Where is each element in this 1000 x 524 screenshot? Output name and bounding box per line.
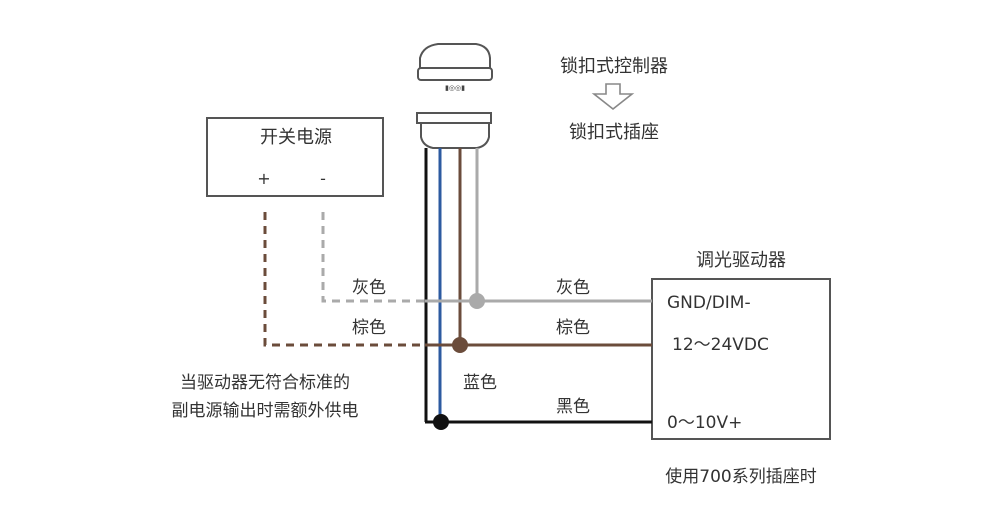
driver-terminal-gnd: GND/DIM- (667, 293, 751, 313)
gray-junction-dot (469, 293, 485, 309)
wire-label-brown-right: 棕色 (556, 318, 590, 338)
wire-label-gray-right: 灰色 (556, 278, 590, 298)
power-supply-title: 开关电源 (260, 127, 332, 148)
driver-title: 调光驱动器 (696, 250, 786, 271)
brown-junction-dot (452, 337, 468, 353)
locking-socket (416, 112, 492, 149)
black-junction-dot (433, 414, 449, 430)
wire-label-brown-left: 棕色 (352, 318, 386, 338)
wire-label-gray-left: 灰色 (352, 278, 386, 298)
driver-terminal-dim: 0～10V+ (667, 413, 742, 433)
controller-label: 锁扣式控制器 (560, 56, 668, 77)
device-marking: ▮◎◎▮ (445, 84, 465, 92)
note-line-2: 副电源输出时需额外供电 (172, 401, 359, 421)
dimming-driver-box (651, 278, 831, 440)
driver-terminal-vdc: 12～24VDC (672, 335, 769, 355)
down-arrow-icon (591, 83, 635, 111)
brown-dashed-wire (263, 212, 425, 347)
locking-controller: ▮◎◎▮ (417, 43, 493, 92)
footer-caption: 使用700系列插座时 (665, 466, 816, 487)
wire-label-black: 黑色 (556, 397, 590, 417)
power-minus-label: - (320, 169, 326, 188)
note-line-1: 当驱动器无符合标准的 (180, 373, 350, 393)
socket-label: 锁扣式插座 (569, 122, 659, 143)
wire-label-blue: 蓝色 (463, 373, 497, 393)
gray-dashed-wire (321, 212, 425, 303)
power-supply-box (206, 117, 384, 197)
power-plus-label: + (257, 169, 270, 188)
